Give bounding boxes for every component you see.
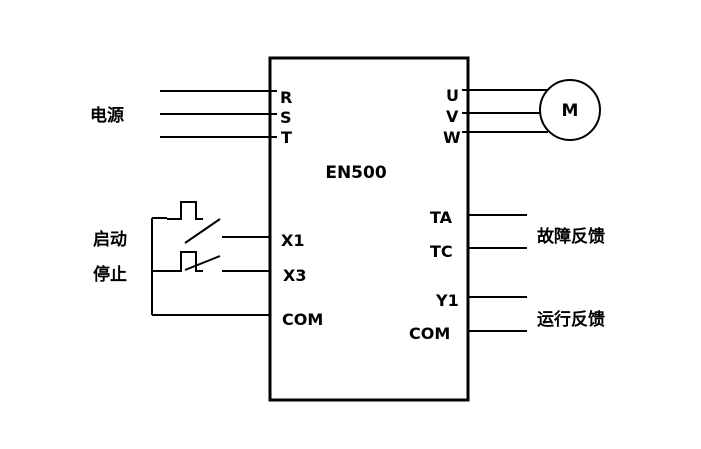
control-input-wiring bbox=[151, 217, 270, 316]
run-feedback-label: 运行反馈 bbox=[537, 309, 605, 330]
terminal-v: V bbox=[446, 107, 459, 126]
inverter-box bbox=[268, 56, 470, 402]
terminal-u: U bbox=[446, 86, 459, 105]
terminal-x1: X1 bbox=[281, 231, 304, 250]
terminal-ta: TA bbox=[430, 208, 453, 227]
start-switch-contact bbox=[184, 218, 221, 244]
stop-switch-contact bbox=[184, 255, 221, 271]
stop-label: 停止 bbox=[93, 264, 127, 285]
relay-output-lines bbox=[468, 214, 527, 332]
terminal-com-input: COM bbox=[282, 310, 323, 329]
power-source-label: 电源 bbox=[90, 105, 124, 126]
terminal-w: W bbox=[443, 128, 461, 147]
terminal-com-output: COM bbox=[409, 324, 450, 343]
terminal-x3: X3 bbox=[283, 266, 306, 285]
terminal-tc: TC bbox=[430, 242, 453, 261]
motor-label: M bbox=[562, 101, 579, 121]
terminal-r: R bbox=[280, 88, 292, 107]
terminal-y1: Y1 bbox=[435, 291, 459, 310]
fault-feedback-label: 故障反馈 bbox=[537, 226, 605, 247]
start-label: 启动 bbox=[93, 229, 127, 250]
motor-output-lines bbox=[462, 89, 548, 133]
power-input-lines bbox=[160, 90, 277, 138]
terminal-t: T bbox=[281, 128, 292, 147]
inverter-model: EN500 bbox=[325, 163, 386, 183]
terminal-s: S bbox=[280, 108, 292, 127]
stop-pulse-icon bbox=[167, 251, 203, 272]
start-pulse-icon bbox=[167, 201, 203, 220]
motor-symbol bbox=[539, 79, 601, 141]
